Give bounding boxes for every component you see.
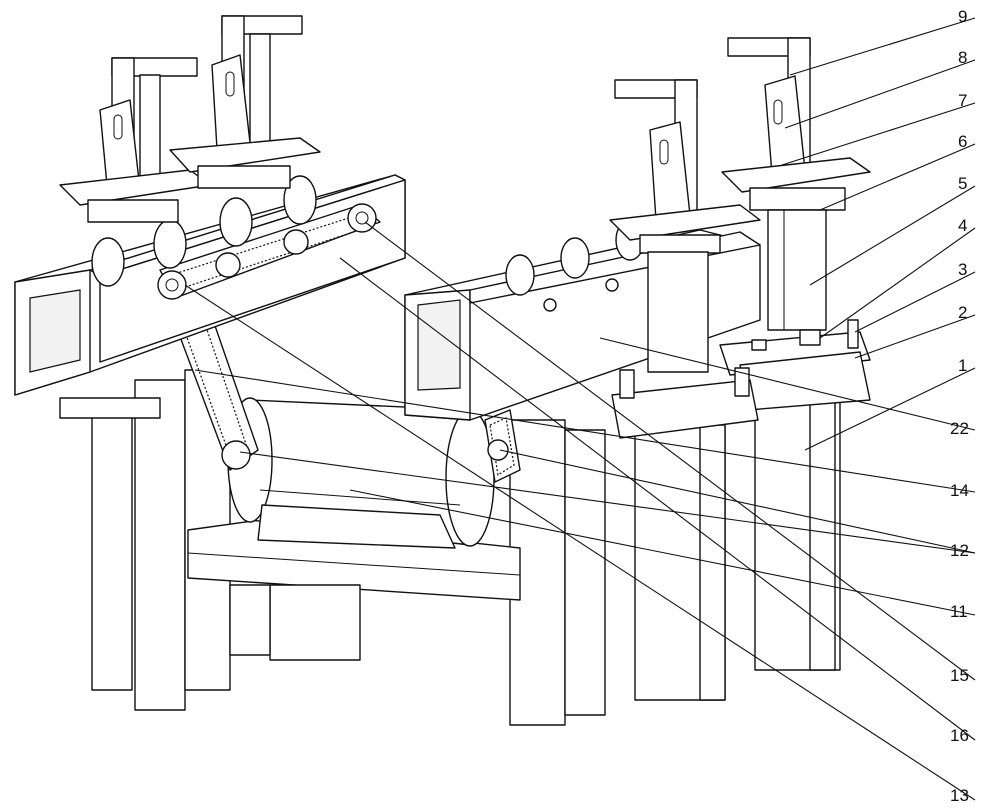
callout-6: 6 [958,132,967,151]
callout-13: 14 [950,481,969,500]
callout-9: 9 [958,7,967,26]
middle-legs [510,420,605,725]
callout-15: 15 [950,666,969,685]
callout-2: 2 [958,303,967,322]
callout-5: 5 [958,174,967,193]
callout-labels: 9 8 7 6 5 4 3 2 1 22 14 12 11 15 16 13 [950,7,969,805]
callout-11: 11 [950,602,968,621]
callout-4: 4 [958,216,967,235]
callout-8: 8 [958,48,967,67]
callout-3: 3 [958,260,967,279]
callout-1: 1 [958,356,967,375]
callout-22: 22 [950,419,969,438]
left-clamp-assemblies [60,16,320,222]
callout-14: 13 [950,786,969,805]
callout-7: 7 [958,91,967,110]
motor [228,398,494,548]
callout-16: 16 [950,726,969,745]
callout-12: 12 [950,541,969,560]
